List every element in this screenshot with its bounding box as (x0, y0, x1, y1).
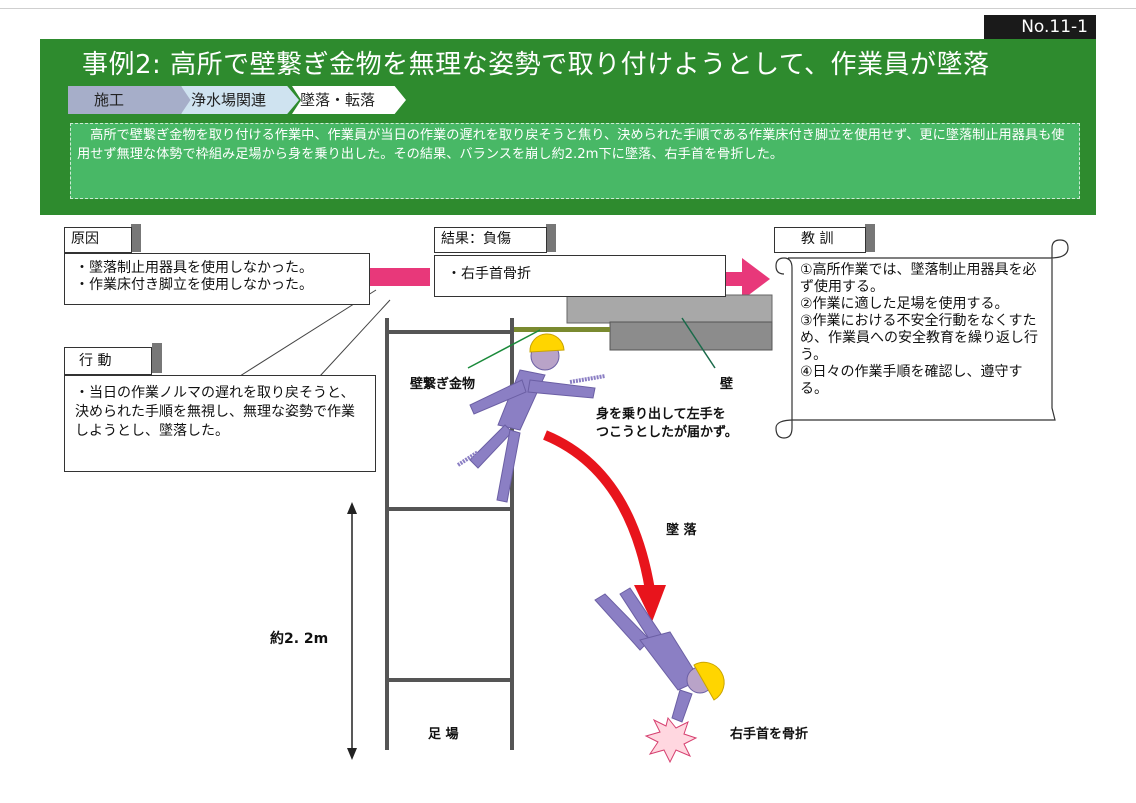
result-label: 結果：負傷 (434, 227, 547, 253)
cause-label: 原因 (64, 227, 132, 253)
worker-fallen (594, 587, 725, 723)
lesson-list: ①高所作業では、墜落制止用器具を必ず使用する。 ②作業に適した足場を使用する。 … (800, 262, 1046, 398)
scaffold-post-left (385, 318, 389, 750)
lesson-label: 教 訓 (774, 227, 866, 253)
lesson-scroll-frame (775, 239, 1069, 439)
lesson-item: ④日々の作業手順を確認し、遵守する。 (800, 364, 1023, 397)
wall-tie-leader (467, 329, 541, 369)
scaffold-post-right (510, 318, 514, 750)
incident-summary: 高所で壁繋ぎ金物を取り付ける作業中、作業員が当日の作業の遅れを取り戻そうと焦り、… (70, 123, 1080, 199)
height-arrow-bottom (347, 748, 357, 760)
lesson-tab-shadow (865, 224, 875, 252)
wall-block-lower (609, 321, 773, 351)
impact-burst (644, 716, 698, 764)
fall-arrowhead (634, 585, 666, 622)
breadcrumb-category: 施工 (68, 86, 196, 114)
result-box: ・右手首骨折 (434, 255, 726, 297)
reach-note: 身を乗り出して左手を つこうとしたが届かず。 (596, 407, 738, 440)
cause-tab-shadow (131, 224, 141, 252)
scaffold-rung-1 (389, 330, 510, 334)
action-box: ・当日の作業ノルマの遅れを取り戻そうと、決められた手順を無視し、無理な姿勢で作業… (64, 375, 376, 472)
breadcrumb-accident-type: 墜落・転落 (292, 86, 406, 114)
scaffold-rung-2 (389, 507, 510, 511)
height-label: 約2. 2m (270, 631, 329, 647)
page-title: 事例2: 高所で壁繋ぎ金物を無理な姿勢で取り付けようとして、作業員が墜落 (82, 50, 990, 80)
wall-tie-bar (513, 327, 610, 332)
top-rule (0, 8, 1136, 9)
action-callout-line-2 (319, 299, 391, 377)
height-arrow-top (347, 502, 357, 514)
worker-leaning (469, 333, 596, 503)
cause-result-connector (370, 268, 430, 286)
wall-tie-in-hand (569, 374, 606, 384)
document-number: No.11-1 (984, 15, 1096, 39)
breadcrumb-facility: 浄水場関連 (181, 86, 299, 114)
lesson-item: ②作業に適した足場を使用する。 (800, 296, 1009, 312)
cause-box: ・墜落制止用器具を使用しなかった。 ・作業床付き脚立を使用しなかった。 (64, 253, 370, 305)
action-tab-shadow (152, 343, 162, 373)
wall-block-upper (566, 294, 773, 324)
fall-label: 墜 落 (666, 523, 697, 538)
cause-item: ・作業床付き脚立を使用しなかった。 (75, 277, 313, 293)
fall-arrow (543, 430, 655, 591)
wall-leader (681, 317, 716, 369)
wall-tie-left (456, 450, 480, 467)
scaffold-label: 足 場 (428, 727, 459, 742)
wall-label: 壁 (720, 377, 734, 392)
wall-tie-label: 壁繋ぎ金物 (410, 377, 476, 392)
lesson-item: ③作業における不安全行動をなくすため、作業員への安全教育を繰り返し行う。 (800, 313, 1038, 363)
injury-label: 右手首を骨折 (730, 727, 809, 742)
result-tab-shadow (546, 224, 556, 252)
result-lesson-arrow (726, 258, 770, 300)
action-label: 行 動 (64, 347, 152, 375)
cause-item: ・墜落制止用器具を使用しなかった。 (75, 260, 313, 276)
scaffold-rung-3 (389, 678, 510, 682)
lesson-item: ①高所作業では、墜落制止用器具を必ず使用する。 (800, 262, 1037, 295)
